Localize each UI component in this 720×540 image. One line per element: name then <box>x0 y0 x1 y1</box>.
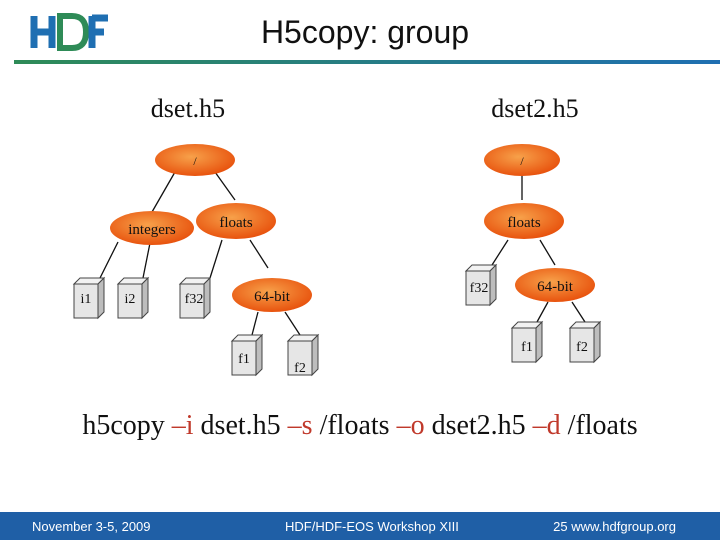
dest-64bit-label: 64-bit <box>537 279 574 295</box>
floats-label: floats <box>219 215 252 231</box>
cmd-program: h5copy <box>82 410 165 441</box>
source-root-label: / <box>193 154 197 168</box>
slide-title: H5copy: group <box>260 14 470 50</box>
source-tree-edges <box>99 171 301 336</box>
footer-page: 25 www.hdfgroup.org <box>553 519 676 534</box>
f32-label: f32 <box>185 292 204 307</box>
footer-date: November 3-5, 2009 <box>32 519 151 534</box>
cmd-flag-dest: –d <box>532 410 561 441</box>
cmd-output-file: dset2.h5 <box>431 410 526 441</box>
hdf-logo <box>30 13 108 51</box>
dest-tree-edges <box>491 172 586 323</box>
i1-label: i1 <box>81 292 92 307</box>
h5copy-command: h5copy –i dset.h5 –s /floats –o dset2.h5… <box>0 410 720 442</box>
cmd-flag-source: –s <box>287 410 313 441</box>
dest-f1-label: f1 <box>521 340 533 355</box>
source-group-integers: integers <box>110 211 194 245</box>
dataset-i1: i1 <box>73 277 105 319</box>
dest-f2-label: f2 <box>576 340 588 355</box>
group-copy-diagram: dset.h5 dset2.h5 / integers floats 64-bi… <box>73 94 601 376</box>
title-divider <box>14 60 720 64</box>
cmd-flag-output: –o <box>396 410 425 441</box>
source-root-node: / <box>155 144 235 176</box>
source-file-label: dset.h5 <box>151 94 225 123</box>
cmd-input-file: dset.h5 <box>200 410 281 441</box>
integers-label: integers <box>128 222 176 238</box>
dest-floats-label: floats <box>507 215 540 231</box>
dest-f32-label: f32 <box>470 281 489 296</box>
dataset-f2: f2 <box>287 334 319 376</box>
i2-label: i2 <box>125 292 136 307</box>
dest-root-label: / <box>520 154 524 168</box>
f2-label: f2 <box>294 361 306 376</box>
dataset-f1: f1 <box>231 334 263 376</box>
dest-dataset-f1: f1 <box>511 321 543 363</box>
dataset-f32: f32 <box>179 277 211 319</box>
source-group-floats: floats <box>196 203 276 239</box>
dest-dataset-f32: f32 <box>465 264 497 306</box>
dest-root-node: / <box>484 144 560 176</box>
cmd-flag-input: –i <box>171 410 194 441</box>
dest-group-floats: floats <box>484 203 564 239</box>
dataset-i2: i2 <box>117 277 149 319</box>
footer-workshop: HDF/HDF-EOS Workshop XIII <box>285 519 459 534</box>
source-group-64bit: 64-bit <box>232 278 312 312</box>
cmd-dest-path: /floats <box>567 410 638 441</box>
64bit-label: 64-bit <box>254 289 291 305</box>
dest-group-64bit: 64-bit <box>515 268 595 302</box>
dest-file-label: dset2.h5 <box>491 94 578 123</box>
dest-dataset-f2: f2 <box>569 321 601 363</box>
cmd-source-path: /floats <box>319 410 390 441</box>
f1-label: f1 <box>238 352 250 367</box>
footer-bar: November 3-5, 2009 HDF/HDF-EOS Workshop … <box>0 512 720 540</box>
